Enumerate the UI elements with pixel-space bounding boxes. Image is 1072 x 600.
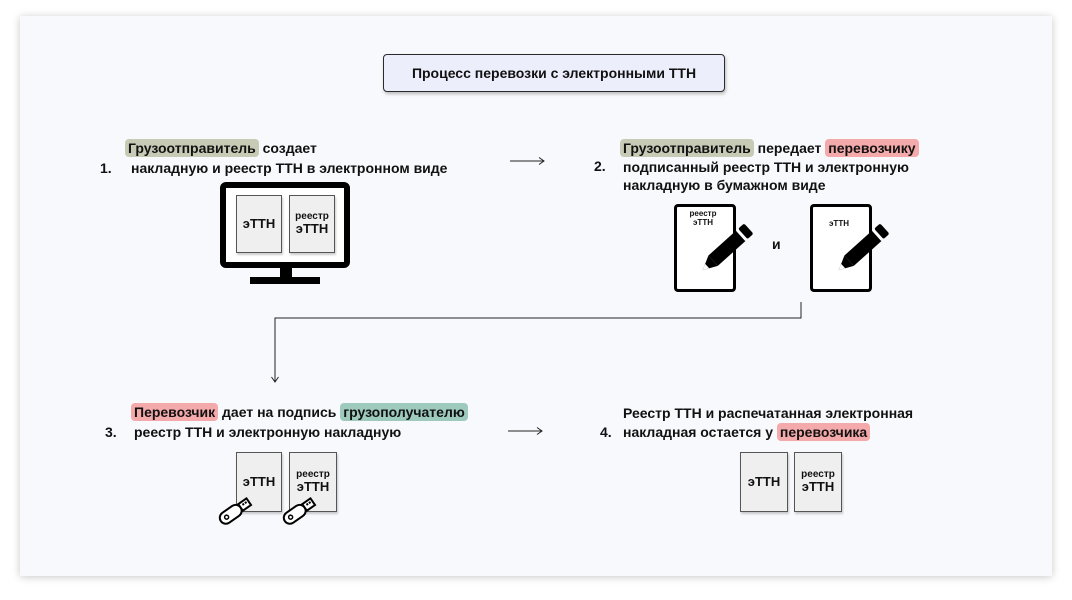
step-1-number: 1. — [100, 160, 112, 176]
step-2-line-3: накладную в бумажном виде — [623, 177, 826, 193]
pencil-icon — [838, 224, 889, 271]
step-1-line-2: накладную и реестр ТТН в электронном вид… — [131, 160, 448, 176]
connector-arrow-icon — [271, 302, 802, 383]
shipper-highlight: Грузоотправитель — [620, 139, 754, 157]
signed-registry-label: реестр эТТН — [689, 209, 717, 227]
and-label: и — [772, 236, 781, 252]
diagram-card — [20, 16, 1052, 576]
arrow-icon — [508, 427, 543, 435]
step-3-line-2: реестр ТТН и электронную накладную — [134, 424, 402, 440]
step-4-ettn-doc: эТТН — [740, 452, 788, 512]
shipper-highlight: Грузоотправитель — [125, 139, 259, 157]
carrier-highlight: перевозчика — [776, 423, 871, 441]
step-1-line-1: Грузоотправитель создает — [125, 139, 317, 157]
carrier-highlight: перевозчику — [825, 139, 919, 157]
step-1-registry-doc: реестр эТТН — [289, 195, 335, 253]
step-3-line-1: Перевозчик дает на подпись грузополучате… — [131, 403, 468, 421]
usb-key-icon — [218, 497, 253, 525]
step-2-line-2: подписанный реестр ТТН и электронную — [623, 159, 910, 175]
step-4-number: 4. — [600, 424, 612, 440]
arrow-icon — [510, 157, 545, 165]
diagram-title-text: Процесс перевозки с электронными ТТН — [411, 65, 697, 81]
diagram-title: Процесс перевозки с электронными ТТН — [383, 54, 725, 92]
step-1-ettn-doc: эТТН — [236, 195, 282, 253]
pencil-icon — [702, 224, 753, 271]
step-4-registry-doc: реестр эТТН — [794, 452, 842, 512]
signed-ettn-label: эТТН — [829, 219, 849, 228]
step-3-number: 3. — [105, 424, 117, 440]
step-2-number: 2. — [594, 158, 606, 174]
consignee-highlight: грузополучателю — [340, 403, 468, 421]
step-2-line-1: Грузоотправитель передает перевозчику — [620, 139, 919, 157]
step-4-line-2: накладная остается у перевозчика — [623, 423, 871, 441]
step-4-line-1: Реестр ТТН и распечатанная электронная — [623, 405, 914, 421]
carrier-highlight: Перевозчик — [131, 403, 219, 421]
usb-key-icon — [282, 497, 317, 525]
